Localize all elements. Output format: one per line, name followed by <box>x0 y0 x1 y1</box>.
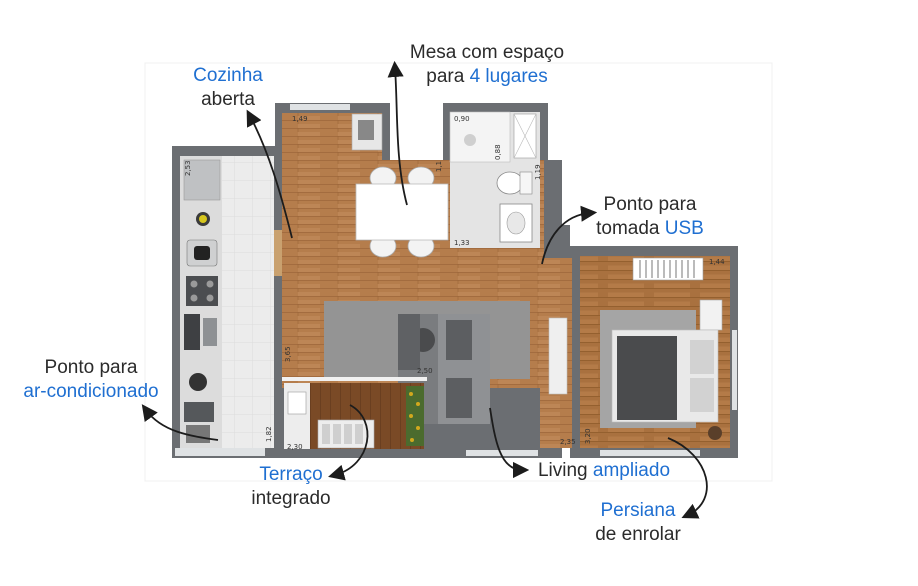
annotation-usb: Ponto para tomada USB <box>582 193 718 241</box>
dim-label: 1,82 <box>265 426 273 442</box>
annotation-line-highlight: 4 lugares <box>469 66 548 87</box>
annotation-cozinha: Cozinha aberta <box>180 64 276 112</box>
annotation-line: de enrolar <box>595 524 681 545</box>
dim-label: 0,90 <box>454 115 470 123</box>
annotation-line: Ponto para <box>44 357 138 378</box>
bedroom <box>580 256 730 448</box>
dim-label: 0,88 <box>494 144 502 160</box>
dim-label: 2,35 <box>560 438 576 446</box>
dim-label: 3,65 <box>284 346 292 362</box>
terrace <box>282 377 427 449</box>
annotation-line: Living <box>537 460 593 481</box>
annotation-living: Living ampliado <box>524 459 684 483</box>
annotation-line: aberta <box>201 89 255 110</box>
annotation-line: Mesa com espaço <box>409 42 565 63</box>
sofa <box>398 314 490 424</box>
dim-label: 1,49 <box>292 115 308 123</box>
dim-label: 1,1 <box>435 161 443 172</box>
dim-label: 3,20 <box>584 428 592 444</box>
annotation-line-highlight: Cozinha <box>193 65 263 86</box>
annotation-line-highlight: ar-condicionado <box>23 381 159 402</box>
annotation-persiana: Persiana de enrolar <box>582 499 694 547</box>
annotation-terraco: Terraço integrado <box>236 463 346 511</box>
windows <box>175 104 737 456</box>
annotation-line-highlight: Persiana <box>600 500 676 521</box>
bed <box>611 329 719 423</box>
annotation-line: para <box>426 66 470 87</box>
dim-label: 2,53 <box>184 160 192 176</box>
annotation-line: Ponto para <box>603 194 697 215</box>
annotation-line-highlight: USB <box>664 218 704 239</box>
kitchen <box>180 156 304 448</box>
dimension-labels: 1,49 0,90 0,88 1,19 1,33 2,53 1,44 3,65 … <box>184 115 725 451</box>
dim-label: 1,19 <box>534 164 542 180</box>
dim-label: 1,44 <box>709 258 725 266</box>
annotation-line-highlight: Terraço <box>259 464 323 485</box>
annotation-line-highlight: ampliado <box>592 460 671 481</box>
annotation-ar: Ponto para ar-condicionado <box>6 356 176 404</box>
bathroom <box>449 111 540 248</box>
dim-label: 2,30 <box>287 443 303 451</box>
annotation-line: tomada <box>596 218 665 239</box>
dim-label: 2,50 <box>417 367 433 375</box>
annotation-arrows <box>141 60 708 519</box>
annotation-line: integrado <box>251 488 331 509</box>
dining-table <box>355 166 449 258</box>
dim-label: 1,33 <box>454 239 470 247</box>
annotation-mesa: Mesa com espaço para 4 lugares <box>392 41 582 89</box>
